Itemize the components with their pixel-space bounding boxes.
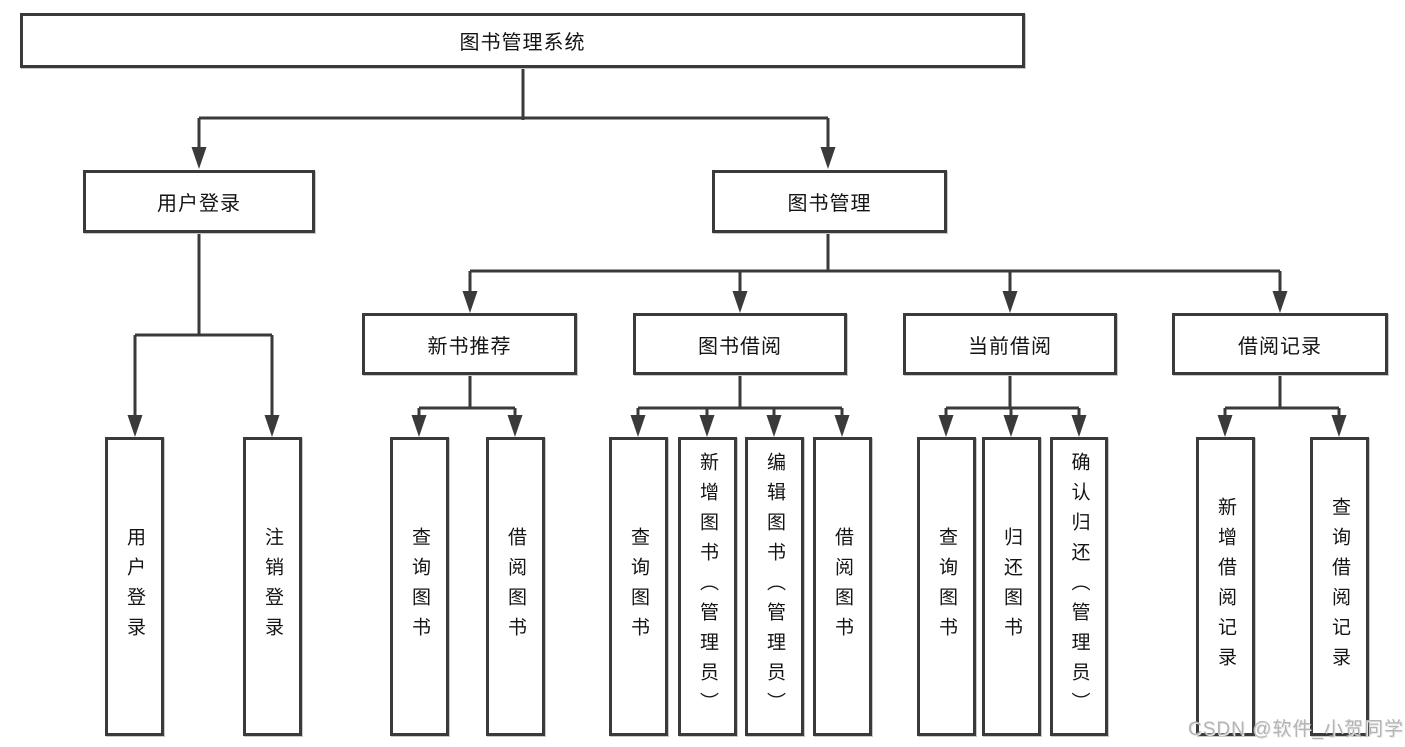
leaf-current-query-books: 查询图书 bbox=[917, 437, 976, 736]
branch-user-login: 用户登录 bbox=[83, 170, 315, 233]
leaf-borrow-add-books-admin: 新增图书（管理员） bbox=[678, 437, 737, 736]
leaf-current-confirm-return-admin: 确认归还（管理员） bbox=[1050, 437, 1108, 736]
branch-book-management: 图书管理 bbox=[712, 170, 947, 233]
section-borrow-records: 借阅记录 bbox=[1172, 313, 1388, 375]
section-new-book-recommend: 新书推荐 bbox=[362, 313, 577, 375]
csdn-watermark: CSDN @软件_小贺同学 bbox=[1188, 719, 1404, 740]
leaf-current-return-books: 归还图书 bbox=[982, 437, 1041, 736]
leaf-logout: 注销登录 bbox=[243, 437, 302, 736]
leaf-recommend-borrow-books: 借阅图书 bbox=[486, 437, 545, 736]
leaf-borrow-query-books: 查询图书 bbox=[609, 437, 668, 736]
leaf-recommend-query-books: 查询图书 bbox=[390, 437, 449, 736]
leaf-user-login: 用户登录 bbox=[105, 437, 164, 736]
node-root: 图书管理系统 bbox=[20, 13, 1025, 68]
section-current-borrow: 当前借阅 bbox=[903, 313, 1117, 375]
arrowheads bbox=[127, 147, 1347, 437]
leaf-borrow-edit-books-admin: 编辑图书（管理员） bbox=[745, 437, 804, 736]
section-book-borrow: 图书借阅 bbox=[633, 313, 847, 375]
leaf-borrow-borrow-books: 借阅图书 bbox=[813, 437, 872, 736]
leaf-records-query-record: 查询借阅记录 bbox=[1310, 437, 1369, 736]
leaf-records-add-record: 新增借阅记录 bbox=[1196, 437, 1255, 736]
